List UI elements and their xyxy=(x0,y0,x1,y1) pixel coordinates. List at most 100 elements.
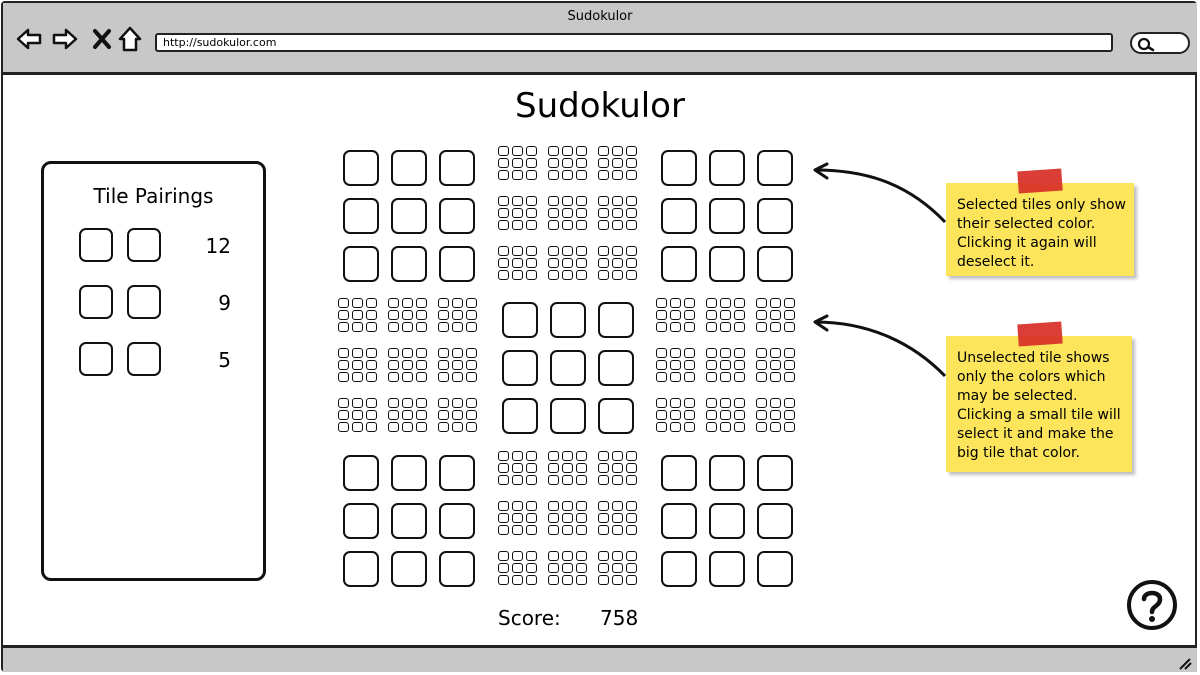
small-color-tile[interactable] xyxy=(498,575,509,585)
small-color-tile[interactable] xyxy=(576,258,587,268)
small-color-tile[interactable] xyxy=(734,322,745,332)
small-color-tile[interactable] xyxy=(562,196,573,206)
small-color-tile[interactable] xyxy=(402,398,413,408)
small-color-tile[interactable] xyxy=(684,422,695,432)
small-color-tile[interactable] xyxy=(562,525,573,535)
small-color-tile[interactable] xyxy=(562,270,573,280)
small-color-tile[interactable] xyxy=(366,360,377,370)
big-tile[interactable] xyxy=(709,455,745,491)
small-color-tile[interactable] xyxy=(512,170,523,180)
small-color-tile[interactable] xyxy=(784,310,795,320)
small-color-tile[interactable] xyxy=(562,563,573,573)
small-color-tile[interactable] xyxy=(576,463,587,473)
big-tile[interactable] xyxy=(661,150,697,186)
small-color-tile[interactable] xyxy=(720,422,731,432)
small-color-tile[interactable] xyxy=(548,563,559,573)
small-color-tile[interactable] xyxy=(626,158,637,168)
small-color-tile[interactable] xyxy=(438,322,449,332)
small-color-tile[interactable] xyxy=(366,298,377,308)
big-tile[interactable] xyxy=(391,503,427,539)
small-color-tile[interactable] xyxy=(612,170,623,180)
small-color-tile[interactable] xyxy=(784,348,795,358)
small-color-tile[interactable] xyxy=(366,322,377,332)
small-color-tile[interactable] xyxy=(498,258,509,268)
address-bar[interactable]: http://sudokulor.com xyxy=(155,33,1113,52)
small-color-tile[interactable] xyxy=(512,525,523,535)
small-color-tile[interactable] xyxy=(612,463,623,473)
small-color-tile[interactable] xyxy=(734,298,745,308)
small-color-tile[interactable] xyxy=(452,348,463,358)
small-color-tile[interactable] xyxy=(438,360,449,370)
small-color-tile[interactable] xyxy=(498,208,509,218)
small-color-tile[interactable] xyxy=(706,422,717,432)
small-color-tile[interactable] xyxy=(512,146,523,156)
big-tile[interactable] xyxy=(757,198,793,234)
big-tile[interactable] xyxy=(343,198,379,234)
small-color-tile[interactable] xyxy=(626,525,637,535)
small-color-tile[interactable] xyxy=(784,372,795,382)
search-field[interactable] xyxy=(1130,32,1190,54)
small-color-tile[interactable] xyxy=(612,575,623,585)
small-color-tile[interactable] xyxy=(548,451,559,461)
small-color-tile[interactable] xyxy=(526,575,537,585)
small-color-tile[interactable] xyxy=(720,310,731,320)
small-color-tile[interactable] xyxy=(466,410,477,420)
small-color-tile[interactable] xyxy=(452,360,463,370)
small-color-tile[interactable] xyxy=(756,348,767,358)
small-color-tile[interactable] xyxy=(626,246,637,256)
small-color-tile[interactable] xyxy=(626,208,637,218)
small-color-tile[interactable] xyxy=(562,220,573,230)
small-color-tile[interactable] xyxy=(388,322,399,332)
big-tile[interactable] xyxy=(757,150,793,186)
small-color-tile[interactable] xyxy=(706,310,717,320)
small-color-tile[interactable] xyxy=(626,575,637,585)
big-tile[interactable] xyxy=(661,503,697,539)
small-color-tile[interactable] xyxy=(438,298,449,308)
small-color-tile[interactable] xyxy=(770,348,781,358)
small-color-tile[interactable] xyxy=(562,463,573,473)
stop-icon[interactable] xyxy=(89,25,117,53)
small-color-tile[interactable] xyxy=(598,475,609,485)
small-color-tile[interactable] xyxy=(498,270,509,280)
small-color-tile[interactable] xyxy=(756,422,767,432)
home-icon[interactable] xyxy=(116,25,144,53)
small-color-tile[interactable] xyxy=(512,563,523,573)
small-color-tile[interactable] xyxy=(526,158,537,168)
small-color-tile[interactable] xyxy=(576,451,587,461)
big-tile[interactable] xyxy=(709,503,745,539)
small-color-tile[interactable] xyxy=(466,310,477,320)
small-color-tile[interactable] xyxy=(720,322,731,332)
small-color-tile[interactable] xyxy=(562,501,573,511)
small-color-tile[interactable] xyxy=(612,208,623,218)
small-color-tile[interactable] xyxy=(706,360,717,370)
small-color-tile[interactable] xyxy=(734,422,745,432)
small-color-tile[interactable] xyxy=(656,422,667,432)
big-tile[interactable] xyxy=(343,551,379,587)
small-color-tile[interactable] xyxy=(784,422,795,432)
small-color-tile[interactable] xyxy=(770,310,781,320)
small-color-tile[interactable] xyxy=(352,398,363,408)
small-color-tile[interactable] xyxy=(498,463,509,473)
small-color-tile[interactable] xyxy=(784,360,795,370)
small-color-tile[interactable] xyxy=(548,551,559,561)
small-color-tile[interactable] xyxy=(770,322,781,332)
small-color-tile[interactable] xyxy=(366,398,377,408)
big-tile[interactable] xyxy=(661,455,697,491)
small-color-tile[interactable] xyxy=(548,158,559,168)
small-color-tile[interactable] xyxy=(598,258,609,268)
small-color-tile[interactable] xyxy=(756,372,767,382)
small-color-tile[interactable] xyxy=(526,246,537,256)
small-color-tile[interactable] xyxy=(438,398,449,408)
small-color-tile[interactable] xyxy=(576,220,587,230)
small-color-tile[interactable] xyxy=(402,422,413,432)
small-color-tile[interactable] xyxy=(338,298,349,308)
small-color-tile[interactable] xyxy=(734,372,745,382)
small-color-tile[interactable] xyxy=(416,398,427,408)
small-color-tile[interactable] xyxy=(352,310,363,320)
small-color-tile[interactable] xyxy=(512,451,523,461)
small-color-tile[interactable] xyxy=(548,246,559,256)
small-color-tile[interactable] xyxy=(498,451,509,461)
small-color-tile[interactable] xyxy=(366,310,377,320)
small-color-tile[interactable] xyxy=(512,463,523,473)
forward-icon[interactable] xyxy=(51,25,79,53)
